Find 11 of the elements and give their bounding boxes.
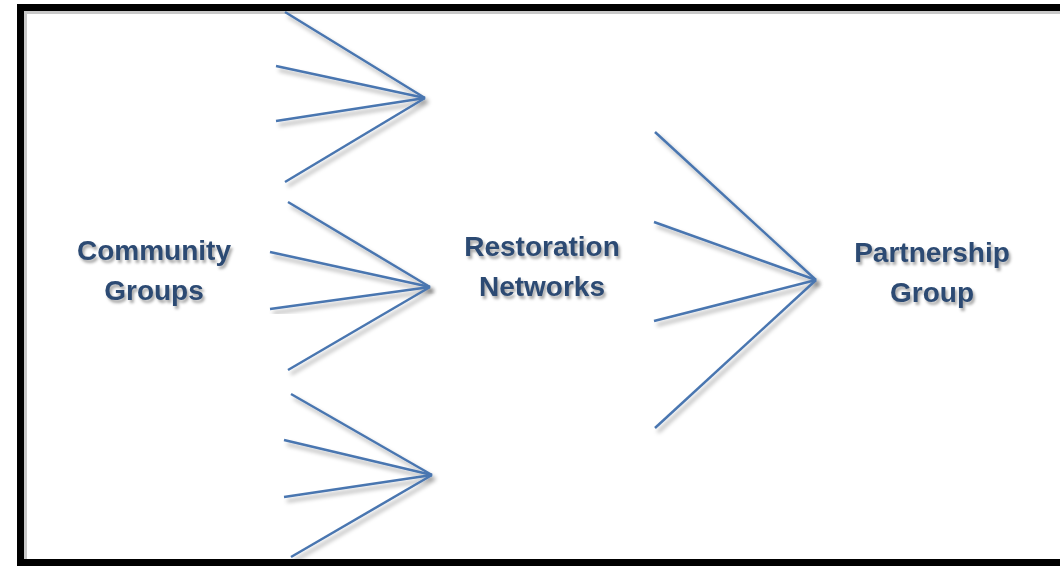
connector-line bbox=[654, 131, 817, 281]
connector-line bbox=[654, 279, 817, 429]
node-label: Community Groups bbox=[76, 234, 232, 308]
connector-line bbox=[269, 250, 431, 289]
connector-line bbox=[653, 278, 817, 323]
node-label: Partnership Group bbox=[853, 236, 1011, 310]
connector-line bbox=[653, 220, 817, 282]
connector-line bbox=[287, 200, 431, 289]
connector-line bbox=[269, 285, 431, 311]
node-label: Restoration Networks bbox=[463, 230, 621, 304]
connector-line bbox=[287, 285, 431, 372]
